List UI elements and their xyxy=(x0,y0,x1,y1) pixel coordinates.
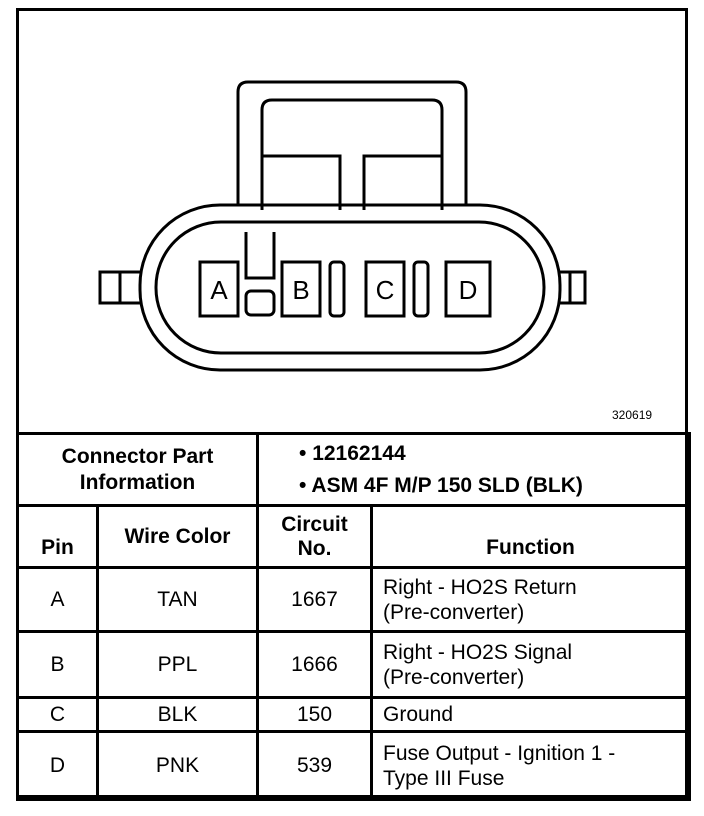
header-circuit: Circuit No. xyxy=(256,504,373,569)
key-slot xyxy=(244,232,276,280)
function-cell: Right - HO2S Return (Pre-converter) xyxy=(370,566,691,633)
header-function: Function xyxy=(370,504,691,569)
figure-id: 320619 xyxy=(612,408,653,422)
pin-label-a: A xyxy=(210,275,228,305)
table-row: D PNK 539 Fuse Output - Ignition 1 - Typ… xyxy=(16,730,691,801)
wire-color-cell: TAN xyxy=(96,566,259,633)
function-cell: Fuse Output - Ignition 1 - Type III Fuse xyxy=(370,730,691,801)
connector-body-inner xyxy=(154,220,546,355)
wire-color-cell: BLK xyxy=(96,696,259,733)
pin-cell: A xyxy=(16,566,99,633)
table-row: C BLK 150 Ground xyxy=(16,696,691,733)
header-wire-color: Wire Color xyxy=(96,504,259,569)
header-row: Pin Wire Color Circuit No. Function xyxy=(16,504,691,569)
part-info-item: • 12162144 xyxy=(299,441,406,465)
connector-body-outer xyxy=(138,203,562,372)
pin-cavity-b xyxy=(280,260,322,318)
connector-latch-outer xyxy=(236,80,468,205)
circuit-cell: 1667 xyxy=(256,566,373,633)
header-pin: Pin xyxy=(16,504,99,569)
circuit-cell: 1666 xyxy=(256,630,373,699)
circuit-cell: 150 xyxy=(256,696,373,733)
cavity-divider xyxy=(328,260,346,318)
part-info-item: • ASM 4F M/P 150 SLD (BLK) xyxy=(299,473,583,497)
part-info-label-line: Information xyxy=(79,470,196,494)
connector-latch xyxy=(260,98,444,210)
connector-info-table: Connector Part Information • 12162144 • … xyxy=(16,432,691,801)
pin-cell: B xyxy=(16,630,99,699)
wire-color-cell: PNK xyxy=(96,730,259,801)
pin-cavity-d xyxy=(444,260,492,318)
pin-label-c: C xyxy=(376,275,395,305)
pin-label-b: B xyxy=(292,275,309,305)
pin-cavity-c xyxy=(364,260,406,318)
cavity-divider xyxy=(412,260,430,318)
wire-color-cell: PPL xyxy=(96,630,259,699)
function-cell: Ground xyxy=(370,696,691,733)
pin-cell: C xyxy=(16,696,99,733)
part-info-row: Connector Part Information • 12162144 • … xyxy=(16,432,691,507)
pin-label-d: D xyxy=(459,275,478,305)
part-info-label-line: Connector Part xyxy=(61,444,214,468)
key-square xyxy=(244,289,276,317)
table-row: B PPL 1666 Right - HO2S Signal (Pre-conv… xyxy=(16,630,691,699)
pin-cell: D xyxy=(16,730,99,801)
table-row: A TAN 1667 Right - HO2S Return (Pre-conv… xyxy=(16,566,691,633)
connector-drawing: A B C D xyxy=(98,80,587,372)
circuit-cell: 539 xyxy=(256,730,373,801)
part-info-list: • 12162144 • ASM 4F M/P 150 SLD (BLK) xyxy=(256,432,691,507)
right-ear xyxy=(560,270,587,305)
part-info-label: Connector Part Information xyxy=(16,432,259,507)
pin-cavity-a xyxy=(198,260,240,318)
function-cell: Right - HO2S Signal (Pre-converter) xyxy=(370,630,691,699)
